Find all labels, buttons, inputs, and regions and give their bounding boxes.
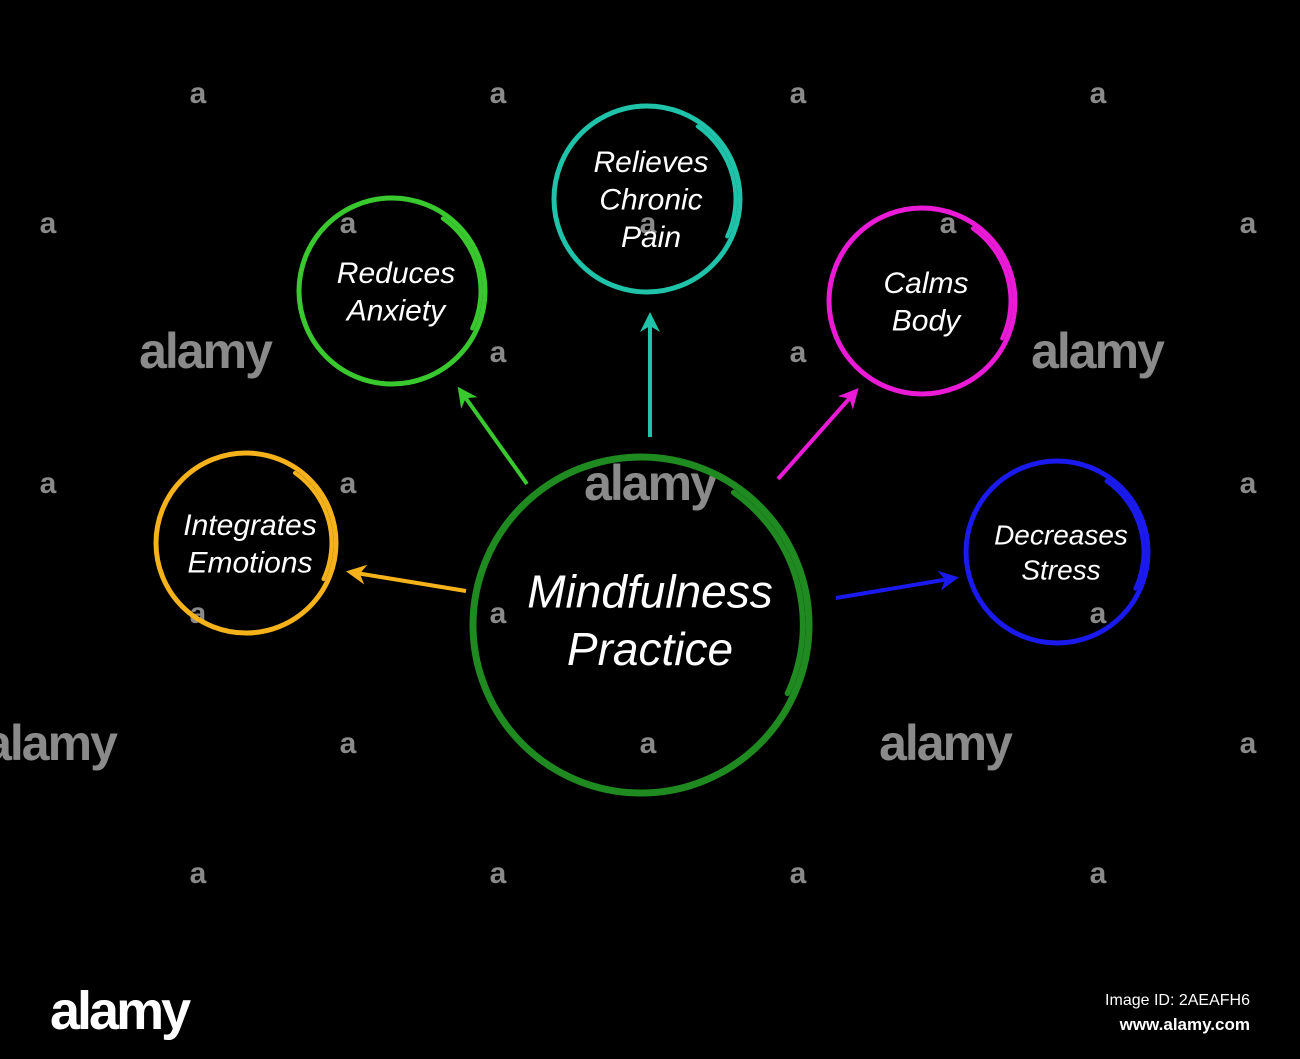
watermark-a: a [190,857,207,890]
watermark-alamy: alamy [1031,323,1165,379]
arrow-reduces-anxiety [457,386,529,486]
arrow-calms-body [776,388,859,481]
arrow-layer [346,312,959,600]
watermark-a: a [340,467,357,500]
watermark-a: a [640,727,657,760]
node-calms-body-label-line-0: Calms [883,267,968,300]
node-integrates-emotions-label-line-1: Emotions [187,546,312,579]
node-relieves-chronic-pain-label-line-0: Relieves [593,146,708,179]
center-circle-mindfulness-practice-overshoot [730,489,806,697]
watermark-a: a [1240,467,1257,500]
node-decreases-stress-overshoot [1104,479,1146,591]
watermark-a: a [790,336,807,369]
watermark-a: a [40,467,57,500]
node-decreases-stress-label-line-1: Stress [1021,554,1100,585]
node-calms-body-label-line-1: Body [892,304,962,337]
watermark-a: a [1240,727,1257,760]
node-reduces-anxiety-overshoot [440,216,483,331]
watermark-a: a [790,857,807,890]
watermark-a: a [790,77,807,110]
node-relieves-chronic-pain-overshoot [695,124,738,239]
footer-meta: Image ID: 2AEAFH6 www.alamy.com [1105,990,1250,1038]
node-integrates-emotions-ring [153,450,339,636]
center-circle-mindfulness-practice-ring [469,453,813,797]
node-reduces-anxiety-label-line-1: Anxiety [345,294,447,327]
watermark-a: a [490,597,507,630]
node-relieves-chronic-pain-label-line-2: Pain [621,221,681,254]
node-calms-body-overshoot [970,226,1013,341]
watermark-a: a [190,77,207,110]
arrow-integrates-emotions [346,564,467,593]
watermark-a: a [490,77,507,110]
watermark-a: a [1090,77,1107,110]
footer-url: www.alamy.com [1119,1015,1250,1034]
watermark-a: a [640,207,657,240]
node-reduces-anxiety-ring [296,195,488,387]
node-reduces-anxiety-label-line-0: Reduces [337,257,455,290]
center-label-line-1: Practice [567,623,733,675]
arrow-decreases-stress [835,570,959,600]
node-decreases-stress-label-line-0: Decreases [994,519,1128,550]
watermark-a: a [40,207,57,240]
node-relieves-chronic-pain-label-line-1: Chronic [599,184,702,217]
watermark-a: a [1240,207,1257,240]
watermark-alamy: alamy [0,715,118,771]
node-relieves-chronic-pain-ring [551,103,743,295]
watermark-a: a [1090,597,1107,630]
watermark-a: a [1090,857,1107,890]
watermark-alamy: alamy [139,323,273,379]
watermark-a: a [340,207,357,240]
node-decreases-stress-ring [963,458,1151,646]
watermark-a: a [490,336,507,369]
node-integrates-emotions-overshoot [293,471,334,582]
footer-logo: alamy [50,981,191,1041]
watermark-alamy: alamy [879,715,1013,771]
center-label-line-0: Mindfulness [527,565,772,617]
watermark-a: a [340,727,357,760]
node-calms-body-ring [826,205,1018,397]
footer-image-id: Image ID: 2AEAFH6 [1105,992,1250,1009]
watermark-a: a [490,857,507,890]
node-integrates-emotions-label-line-0: Integrates [183,509,316,542]
